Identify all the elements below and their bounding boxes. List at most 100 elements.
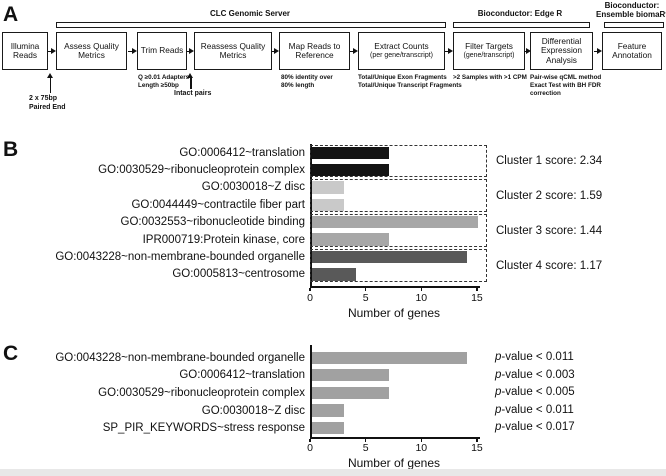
cluster-score-label: Cluster 1 score: 2.34 [496, 155, 603, 168]
x-axis-tick-label: 10 [415, 292, 428, 304]
x-axis-line [310, 286, 480, 288]
cluster-dashed-box [310, 249, 487, 282]
bar-track [311, 402, 490, 420]
bar [311, 386, 389, 400]
chart-row: SP_PIR_KEYWORDS~stress response [0, 419, 490, 437]
flow-box-extract-counts: Extract Counts (per gene/transcript) [358, 32, 445, 70]
category-label: SP_PIR_KEYWORDS~stress response [102, 422, 305, 435]
x-axis-title: Number of genes [347, 306, 441, 320]
x-axis-title: Number of genes [347, 456, 441, 470]
bar-track [311, 367, 490, 385]
bar [311, 216, 478, 229]
flow-box-assess-quality: Assess Quality Metrics [56, 32, 127, 70]
flow-box-title: Extract Counts [374, 41, 429, 51]
panel-a-label: A [3, 3, 19, 26]
y-axis-line [310, 345, 312, 439]
bar [311, 163, 389, 177]
chart-row: GO:0043228~non-membrane-bounded organell… [0, 248, 490, 265]
bar [311, 404, 345, 417]
arrow-right-icon [47, 48, 56, 55]
bar-track [311, 266, 490, 283]
map-annotation: 80% identity over 80% length [281, 74, 333, 89]
filter-annotation: >2 Samples with >1 CPM [453, 74, 527, 81]
cluster-score-label: Cluster 3 score: 1.44 [496, 225, 603, 237]
x-axis-tick-label: 10 [415, 442, 428, 454]
chart-row: GO:0030018~Z disc [0, 402, 490, 420]
category-label: GO:0030529~ribonucleoprotein complex [98, 164, 305, 177]
bar-track [311, 144, 490, 161]
bar-track [311, 196, 490, 213]
bar-track [311, 349, 490, 367]
category-label: GO:0006412~translation [179, 369, 305, 382]
flow-box-title: Feature Annotation [612, 40, 652, 60]
biomart-bracket-label: Bioconductor: Ensemble biomaRt [595, 1, 666, 19]
flow-box-filter-targets: Filter Targets (gene/transcript) [453, 32, 525, 70]
cluster-dashed-box [310, 179, 487, 212]
bar-track [311, 419, 490, 437]
arrow-right-icon [593, 48, 602, 55]
flow-box-title: Trim Reads [140, 45, 184, 56]
p-value-label: p-value < 0.017 [495, 421, 575, 434]
bar-track [311, 161, 490, 178]
flow-box-feature-annotation: Feature Annotation [602, 32, 662, 70]
arrow-right-icon [445, 48, 453, 55]
chart-row: GO:0030529~ribonucleoprotein complex [0, 384, 490, 402]
x-axis-tick [476, 287, 478, 291]
chart-row: GO:0043228~non-membrane-bounded organell… [0, 349, 490, 367]
category-label: GO:0044449~contractile fiber part [131, 198, 305, 211]
arrow-right-icon [187, 48, 194, 55]
edger-bracket [453, 22, 590, 28]
x-axis-tick [364, 438, 367, 442]
biomart-bracket [604, 22, 664, 28]
arrow-up-icon [47, 72, 52, 93]
flow-box-reassess-quality: Reassess Quality Metrics [194, 32, 272, 70]
cluster-dashed-box [310, 144, 487, 178]
clc-bracket-label: CLC Genomic Server [209, 9, 291, 18]
x-axis-tick [420, 287, 423, 291]
category-label: GO:0005813~centrosome [172, 268, 305, 281]
chart-row: GO:0032553~ribonucleotide binding [0, 214, 490, 231]
flow-box-trim-reads: Trim Reads [137, 32, 187, 70]
panel-c-rows: GO:0043228~non-membrane-bounded organell… [0, 349, 490, 437]
flow-box-map-reads: Map Reads to Reference [279, 32, 350, 70]
arrow-up-icon [187, 72, 193, 89]
category-label: IPR000719:Protein kinase, core [142, 233, 305, 246]
category-label: GO:0006412~translation [179, 146, 305, 159]
category-label: GO:0043228~non-membrane-bounded organell… [55, 251, 305, 264]
bar-track [311, 214, 490, 231]
trim-annotation: Q ≥0.01 Adapters Length ≥50bp [138, 74, 190, 89]
bar [311, 351, 467, 364]
p-value-label: p-value < 0.011 [495, 403, 574, 416]
bar-track [311, 384, 490, 402]
category-label: GO:0030018~Z disc [201, 181, 305, 194]
bar [311, 421, 345, 435]
flow-box-title: Illumina Reads [10, 40, 40, 60]
cluster-dashed-box [310, 214, 487, 247]
x-axis-tick-label: 15 [471, 442, 483, 454]
x-axis-tick-label: 15 [471, 292, 483, 304]
chart-row: GO:0030529~ribonucleoprotein complex [0, 161, 490, 178]
paired-end-annotation: 2 x 75bp Paired End [29, 95, 66, 111]
chart-row: GO:0005813~centrosome [0, 266, 490, 283]
chart-row: IPR000719:Protein kinase, core [0, 231, 490, 248]
counts-annotation: Total/Unique Exon Fragments Total/Unique… [358, 74, 462, 89]
p-value-label: p-value < 0.011 [495, 351, 574, 363]
clc-bracket [56, 22, 446, 28]
edger-bracket-label: Bioconductor: Edge R [477, 9, 563, 18]
flow-box-title: Map Reads to Reference [288, 40, 341, 60]
flow-box-illumina-reads: Illumina Reads [2, 32, 48, 70]
cluster-score-label: Cluster 4 score: 1.17 [496, 259, 603, 272]
bar [311, 146, 389, 159]
bar-track [311, 179, 490, 196]
arrow-right-icon [350, 48, 358, 55]
bar [311, 198, 345, 212]
panel-a-workflow: A CLC Genomic Server Bioconductor: Edge … [0, 0, 666, 136]
cluster-score-label: Cluster 2 score: 1.59 [496, 190, 603, 203]
chart-row: GO:0006412~translation [0, 144, 490, 161]
x-axis-tick-label: 5 [362, 292, 369, 304]
x-axis-tick-label: 0 [307, 292, 313, 304]
panel-b-label: B [3, 138, 19, 161]
